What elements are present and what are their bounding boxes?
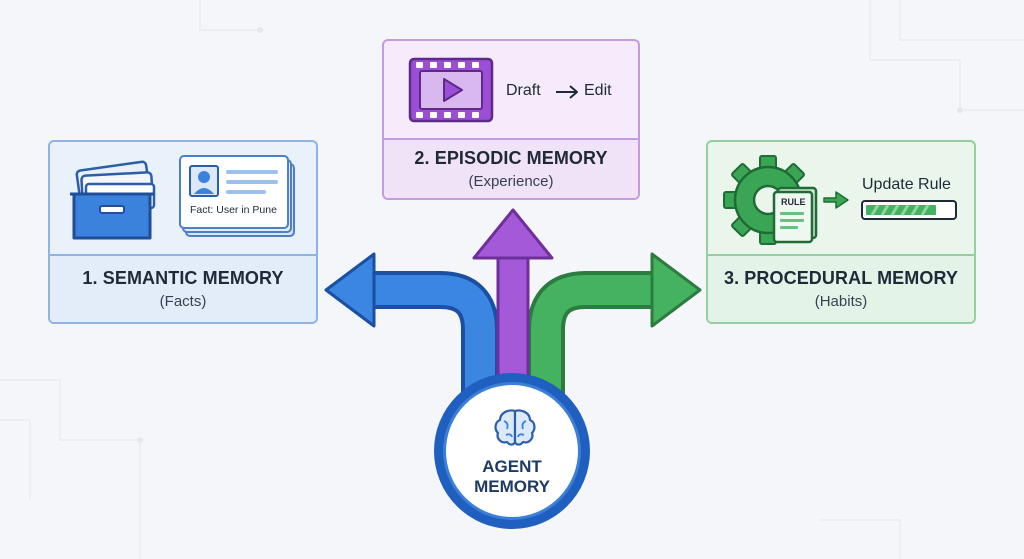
episodic-title: 2. EPISODIC MEMORY bbox=[414, 148, 608, 168]
procedural-title-band: 3. PROCEDURAL MEMORY (Habits) bbox=[708, 254, 974, 322]
rule-book-icon bbox=[772, 186, 818, 244]
episodic-subtitle: (Experience) bbox=[468, 173, 554, 190]
arrow-right-icon bbox=[823, 191, 849, 209]
semantic-memory-card: Fact: User in Pune 1. SEMANTIC MEMORY (F… bbox=[48, 140, 318, 324]
episodic-memory-card: Draft Edit 2. EPISODIC MEMORY (Experienc… bbox=[382, 39, 640, 200]
progress-bar bbox=[861, 200, 957, 220]
play-icon bbox=[443, 78, 463, 102]
procedural-book-text: RULE bbox=[781, 197, 806, 207]
episodic-title-band: 2. EPISODIC MEMORY (Experience) bbox=[384, 138, 638, 198]
procedural-title: 3. PROCEDURAL MEMORY bbox=[723, 268, 959, 288]
procedural-illustration bbox=[723, 155, 957, 245]
brain-icon bbox=[494, 409, 536, 446]
arrow-to-procedural bbox=[527, 252, 702, 395]
agent-memory-hub-inner: AGENT MEMORY bbox=[443, 382, 581, 520]
episodic-illustration bbox=[408, 57, 578, 123]
agent-memory-hub: AGENT MEMORY bbox=[434, 373, 590, 529]
procedural-subtitle: (Habits) bbox=[814, 293, 868, 310]
arrow-to-episodic bbox=[472, 208, 554, 396]
arrow-right-icon bbox=[556, 85, 578, 99]
episodic-edit-label: Edit bbox=[584, 82, 612, 99]
semantic-subtitle: (Facts) bbox=[159, 293, 207, 310]
arrow-to-semantic bbox=[324, 252, 499, 395]
file-drawer-icon bbox=[70, 160, 156, 240]
episodic-draft-label: Draft bbox=[506, 82, 541, 99]
semantic-illustration bbox=[70, 155, 295, 240]
procedural-memory-card: RULE Update Rule 3. PROCEDURAL MEMORY (H… bbox=[706, 140, 976, 324]
semantic-title-band: 1. SEMANTIC MEMORY (Facts) bbox=[50, 254, 316, 322]
id-card-icon bbox=[179, 155, 295, 237]
agent-memory-label: AGENT MEMORY bbox=[474, 457, 550, 496]
semantic-fact-text: Fact: User in Pune bbox=[190, 204, 277, 216]
procedural-update-rule-label: Update Rule bbox=[862, 176, 951, 193]
semantic-title: 1. SEMANTIC MEMORY bbox=[82, 268, 284, 288]
